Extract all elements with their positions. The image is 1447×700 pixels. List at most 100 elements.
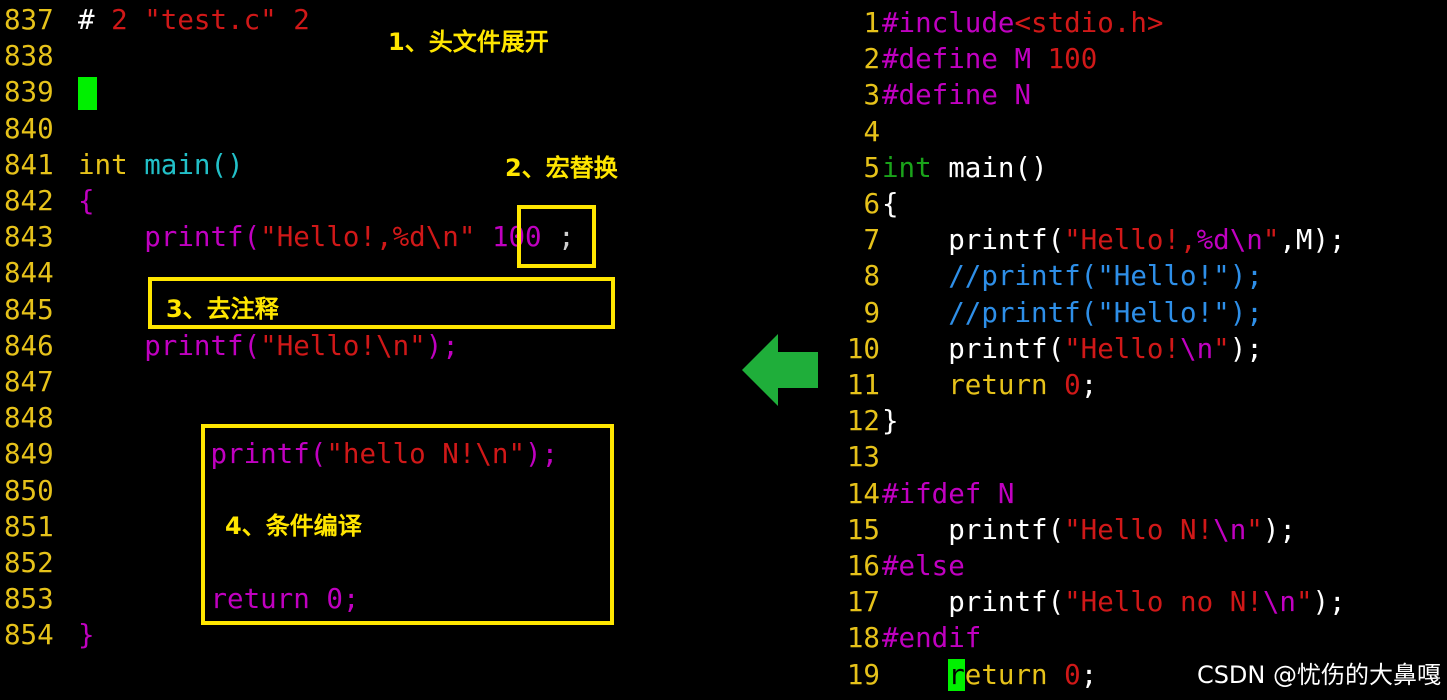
code-token: int <box>78 148 128 181</box>
code-token: ); <box>425 329 459 362</box>
code-line[interactable]: 5int main() <box>822 150 1048 186</box>
code-token: "Hello!,%d\n" <box>260 221 476 254</box>
line-number: 841 <box>4 148 54 181</box>
line-number: 4 <box>863 115 880 148</box>
line-number: 1 <box>863 7 880 39</box>
code-token: #define N <box>882 79 1032 112</box>
code-line[interactable]: 851 <box>0 509 78 545</box>
code-token: "Hello N! <box>1064 513 1214 546</box>
code-token: } <box>78 619 95 652</box>
code-token: #else <box>882 550 965 582</box>
code-token <box>882 260 948 292</box>
code-token: " <box>1213 332 1230 365</box>
code-line[interactable]: 18#endif <box>822 620 981 656</box>
code-line[interactable]: 12} <box>822 403 899 439</box>
code-line[interactable]: 853 return 0; <box>0 581 359 617</box>
code-line[interactable]: 852 <box>0 545 78 581</box>
code-token: ,M); <box>1279 224 1346 257</box>
cursor-char: r <box>948 658 965 691</box>
code-line[interactable]: 1#include<stdio.h> <box>822 5 1163 41</box>
code-token: \n <box>1180 332 1214 365</box>
code-line[interactable]: 843 printf("Hello!,%d\n" 100 ; <box>0 219 575 255</box>
line-number: 15 <box>846 513 880 546</box>
code-token: ); <box>1262 513 1296 546</box>
code-token: \n <box>1262 586 1296 619</box>
cursor-block <box>78 76 97 110</box>
code-token: printf( <box>210 438 327 471</box>
code-token: printf( <box>882 332 1065 365</box>
code-line[interactable]: 6{ <box>822 186 899 222</box>
code-line[interactable]: 838 <box>0 38 78 74</box>
green-left-arrow-icon <box>742 334 818 406</box>
code-line[interactable]: 17 printf("Hello no N!\n"); <box>822 584 1346 620</box>
code-line[interactable]: 15 printf("Hello N!\n"); <box>822 512 1296 548</box>
code-line[interactable]: 845 <box>0 292 78 328</box>
code-token: 2 <box>276 4 310 36</box>
code-line[interactable]: 4 <box>822 114 882 150</box>
line-number: 12 <box>846 405 880 438</box>
code-line[interactable]: 11 return 0; <box>822 367 1097 403</box>
code-line[interactable]: 10 printf("Hello!\n"); <box>822 331 1263 367</box>
code-token: #endif <box>882 622 982 655</box>
code-token: { <box>882 188 899 220</box>
code-token: %d\n <box>1196 224 1263 257</box>
code-line[interactable]: 839 <box>0 74 97 110</box>
line-number: 17 <box>846 586 880 619</box>
code-line[interactable]: 846 printf("Hello!\n"); <box>0 328 459 364</box>
line-number: 842 <box>4 185 54 217</box>
code-token: ; <box>1080 658 1098 691</box>
line-number: 844 <box>4 257 54 290</box>
code-line[interactable]: 14#ifdef N <box>822 476 1015 512</box>
code-line[interactable]: 16#else <box>822 548 965 584</box>
code-line[interactable]: 841 int main() <box>0 147 244 183</box>
code-line[interactable]: 847 <box>0 364 78 400</box>
annotation-header-expand: 1、头文件展开 <box>388 28 549 56</box>
code-line[interactable]: 854} <box>0 617 95 653</box>
code-line[interactable]: 849 printf("hello N!\n"); <box>0 436 558 472</box>
code-token: <stdio.h> <box>1014 7 1164 39</box>
code-token: 0; <box>326 583 360 616</box>
line-number: 853 <box>4 583 54 616</box>
code-line[interactable]: 8 //printf("Hello!"); <box>822 258 1262 294</box>
line-number: 837 <box>4 4 54 36</box>
code-token: printf( <box>882 513 1065 546</box>
line-number: 6 <box>863 188 880 220</box>
code-token: ); <box>1312 586 1346 619</box>
line-number: 840 <box>4 112 54 145</box>
line-number: 847 <box>4 366 54 398</box>
code-token: " <box>1262 224 1280 257</box>
line-number: 9 <box>863 296 880 329</box>
code-token <box>475 221 492 253</box>
code-line[interactable]: 837# 2 "test.c" 2 <box>0 2 310 38</box>
code-token: eturn <box>964 658 1065 691</box>
code-line[interactable]: 848 <box>0 400 78 436</box>
code-line[interactable]: 19 return 0; <box>822 657 1097 693</box>
annotation-macro-replace: 2、宏替换 <box>505 154 618 182</box>
code-line[interactable]: 844 <box>0 255 78 291</box>
line-number: 839 <box>4 76 54 109</box>
code-token: main() <box>931 151 1048 184</box>
code-line[interactable]: 3#define N <box>822 77 1031 113</box>
code-token: " <box>1246 513 1263 546</box>
line-number: 18 <box>846 622 880 655</box>
code-line[interactable]: 2#define M 100 <box>822 41 1097 77</box>
code-line[interactable]: 840 <box>0 111 78 147</box>
line-number: 7 <box>863 224 880 257</box>
conditional-compile-highlight-box <box>201 424 614 625</box>
code-token <box>128 149 145 181</box>
code-line[interactable]: 13 <box>822 439 882 475</box>
code-line[interactable]: 842{ <box>0 183 95 219</box>
code-line[interactable]: 7 printf("Hello!,%d\n",M); <box>822 222 1346 258</box>
code-token: ); <box>1229 332 1263 365</box>
code-token: main() <box>144 148 244 181</box>
code-token: "Hello no N! <box>1064 586 1263 619</box>
code-line[interactable]: 850 <box>0 473 78 509</box>
remove-comments-highlight-box <box>148 277 615 329</box>
code-token <box>882 369 948 401</box>
annotation-conditional-compile: 4、条件编译 <box>225 512 362 540</box>
code-line[interactable]: 9 //printf("Hello!"); <box>822 295 1262 331</box>
code-token: 100 <box>491 221 542 254</box>
code-token: 0 <box>1064 658 1081 691</box>
